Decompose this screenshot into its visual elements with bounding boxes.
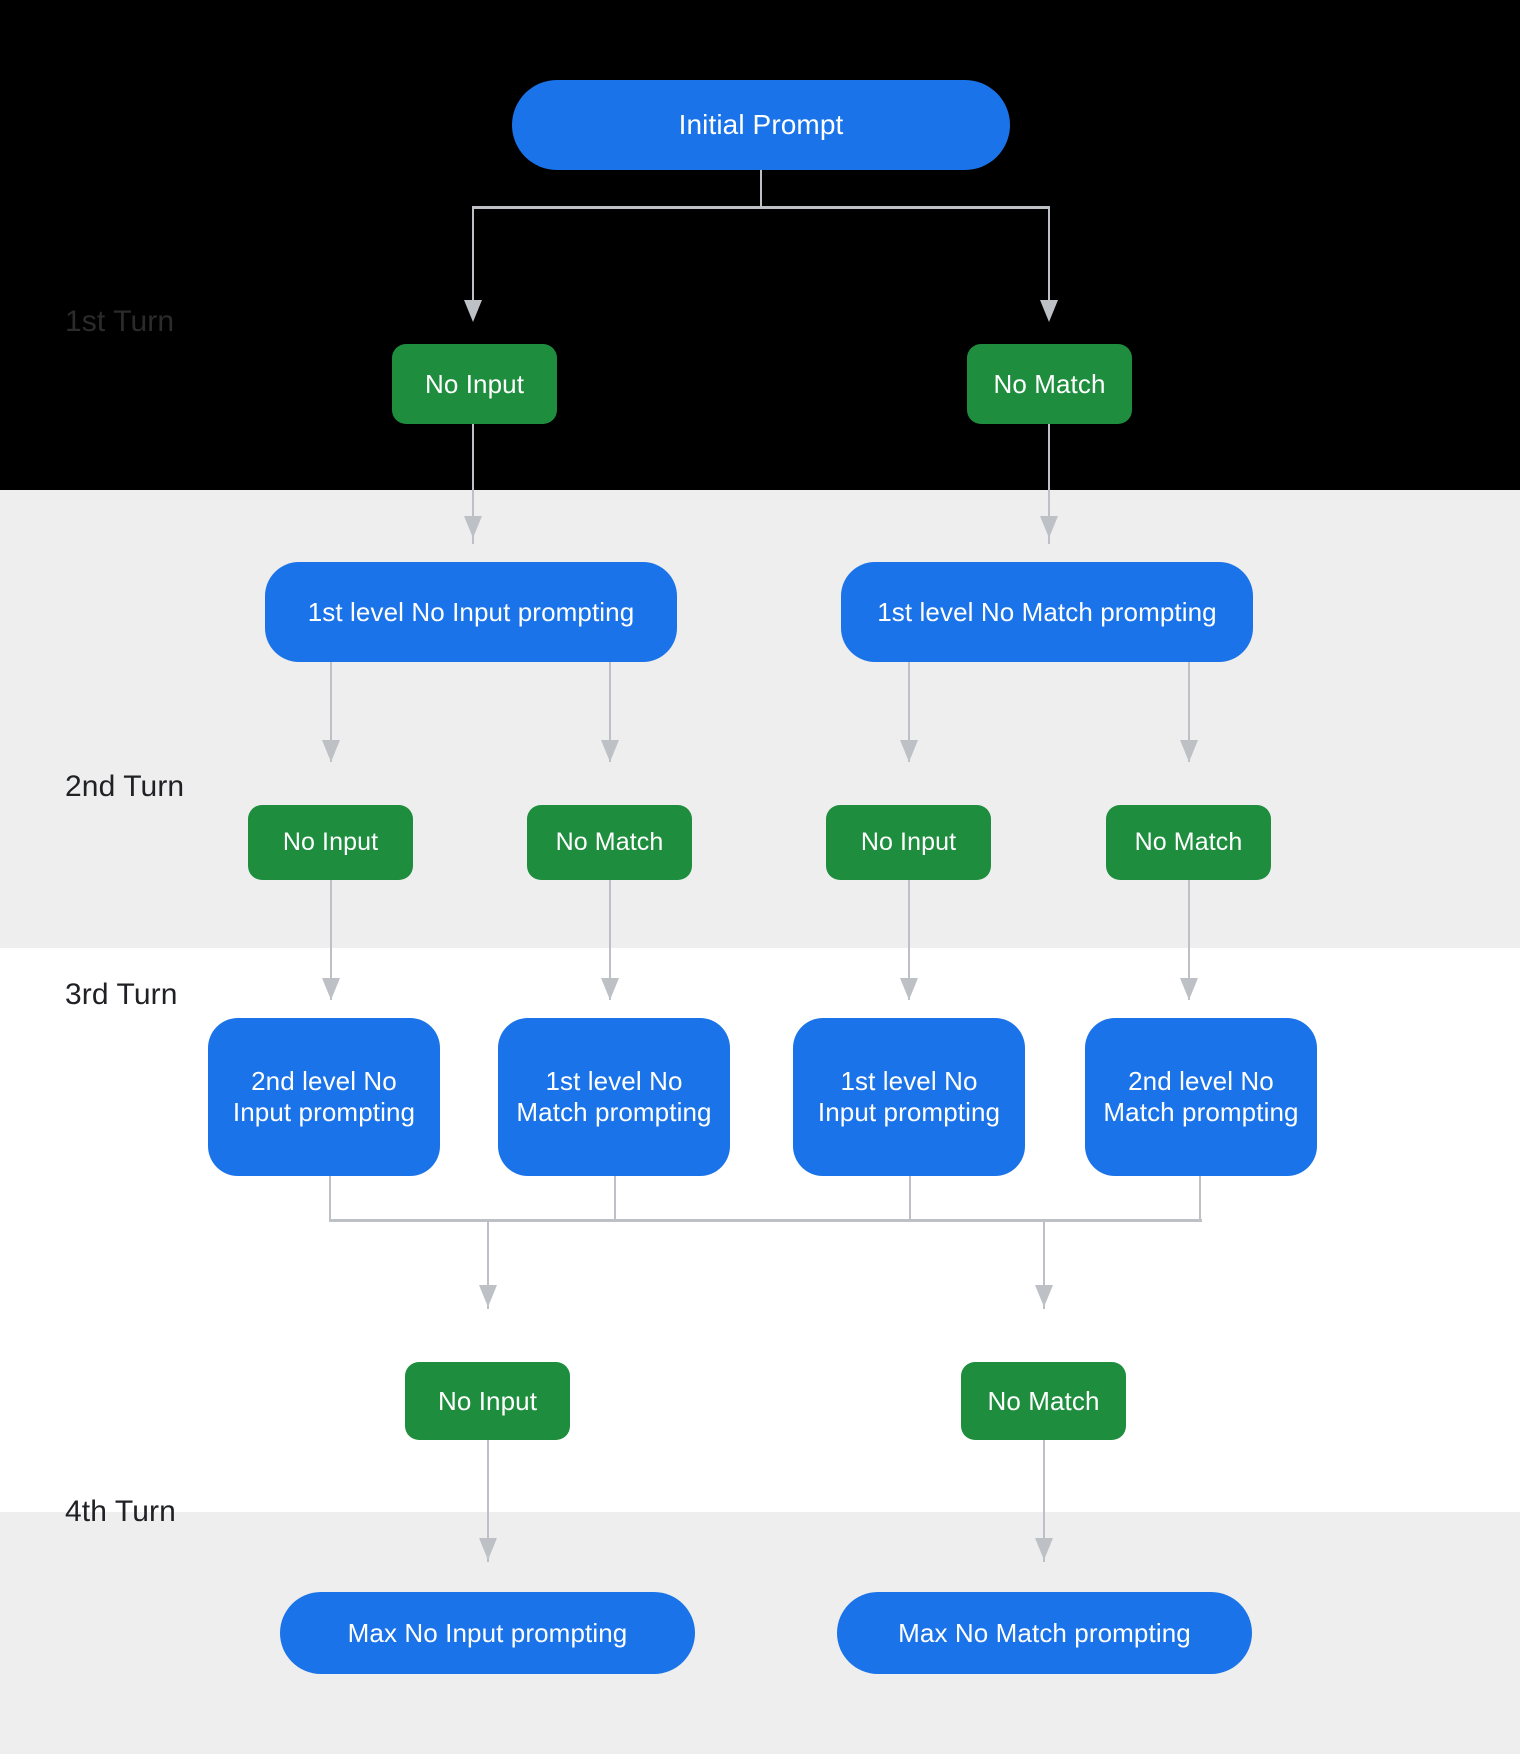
arrowhead-turn3-no-input [479,1285,497,1307]
node-turn3-no-input[interactable]: No Input [405,1362,570,1440]
arrowhead-to-l2-no-match-prompting [1180,978,1198,1000]
turn-label-3rd: 3rd Turn [65,978,178,1011]
node-l2-no-match-prompting[interactable]: 2nd level No Match prompting [1085,1018,1317,1176]
arrowhead-turn2-no-input-a [322,740,340,762]
connector-t2nib-down [908,880,910,1000]
node-turn2-no-input-a[interactable]: No Input [248,805,413,880]
connector-initial-down [760,170,762,208]
connector-l1nm-to-ni [908,662,910,762]
arrowhead-turn2-no-input-b [900,740,918,762]
band-1st-turn [0,0,1520,490]
connector-merge-from-l1nm2 [614,1176,616,1222]
node-max-no-match-prompting[interactable]: Max No Match prompting [837,1592,1252,1674]
connector-l1nm-to-nm [1188,662,1190,762]
connector-turn1-no-match-down [1048,424,1050,544]
connector-l1ni-to-nm [609,662,611,762]
connector-merge-bar [329,1219,1202,1222]
connector-merge-from-l2nm [1199,1176,1201,1222]
node-l1-no-match-prompting-2[interactable]: 1st level No Match prompting [498,1018,730,1176]
connector-t3ni-down [487,1440,489,1562]
arrowhead-to-max-no-input [479,1538,497,1560]
band-4th-turn [0,1512,1520,1754]
arrowhead-turn2-no-match-a [601,740,619,762]
arrowhead-to-l1-no-match-prompting-2 [601,978,619,1000]
node-turn2-no-match-a[interactable]: No Match [527,805,692,880]
turn-label-4th: 4th Turn [65,1495,176,1528]
node-turn1-no-input[interactable]: No Input [392,344,557,424]
connector-l1ni-to-ni [330,662,332,762]
connector-t2nmb-down [1188,880,1190,1000]
node-turn2-no-input-b[interactable]: No Input [826,805,991,880]
arrowhead-turn2-no-match-b [1180,740,1198,762]
node-l1-no-input-prompting-2[interactable]: 1st level No Input prompting [793,1018,1025,1176]
connector-t2nia-down [330,880,332,1000]
node-l1-no-match-prompting[interactable]: 1st level No Match prompting [841,562,1253,662]
connector-initial-split-bar [472,206,1050,209]
connector-turn1-no-input-down [472,424,474,544]
connector-merge-to-no-input [487,1219,489,1309]
arrowhead-to-l1-no-input-prompting [464,516,482,538]
node-turn1-no-match[interactable]: No Match [967,344,1132,424]
node-initial-prompt[interactable]: Initial Prompt [512,80,1010,170]
connector-merge-to-no-match [1043,1219,1045,1309]
arrowhead-to-l1-no-match-prompting [1040,516,1058,538]
turn-label-2nd: 2nd Turn [65,770,185,803]
turn-label-1st: 1st Turn [65,305,175,338]
node-turn3-no-match[interactable]: No Match [961,1362,1126,1440]
arrowhead-to-l1-no-input-prompting-2 [900,978,918,1000]
connector-t2nma-down [609,880,611,1000]
connector-merge-from-l2ni [329,1176,331,1222]
band-2nd-turn [0,490,1520,948]
arrowhead-to-l2-no-input-prompting [322,978,340,1000]
arrowhead-to-max-no-match [1035,1538,1053,1560]
node-l1-no-input-prompting[interactable]: 1st level No Input prompting [265,562,677,662]
connector-t3nm-down [1043,1440,1045,1562]
connector-merge-from-l1ni2 [909,1176,911,1222]
arrowhead-to-turn1-no-match [1040,300,1058,322]
node-turn2-no-match-b[interactable]: No Match [1106,805,1271,880]
connector-initial-to-no-match [1048,206,1050,306]
node-l2-no-input-prompting[interactable]: 2nd level No Input prompting [208,1018,440,1176]
connector-initial-to-no-input [472,206,474,306]
arrowhead-to-turn1-no-input [464,300,482,322]
node-max-no-input-prompting[interactable]: Max No Input prompting [280,1592,695,1674]
arrowhead-turn3-no-match [1035,1285,1053,1307]
